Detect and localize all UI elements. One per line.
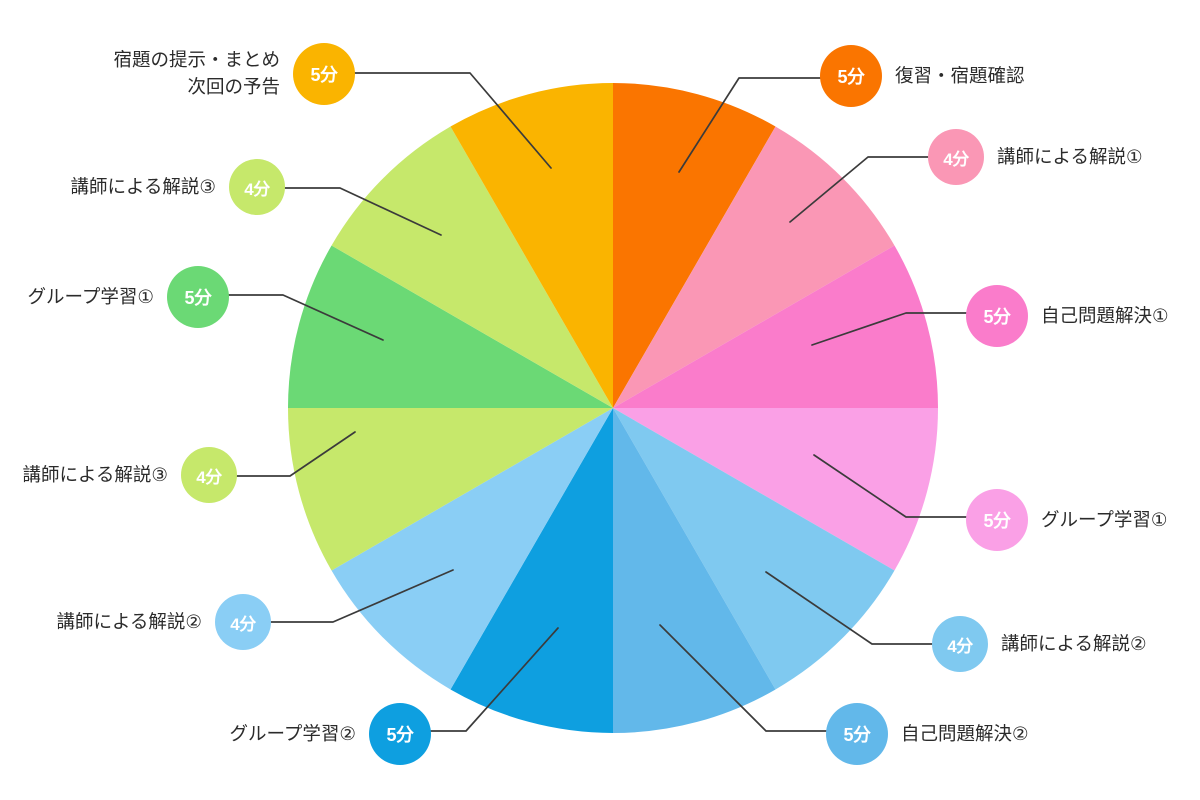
callout-label-line1: グループ学習① [27,285,154,307]
callout-label-line1: 講師による解説② [56,610,202,632]
callout-label: グループ学習② [230,721,356,748]
pie-slice[interactable] [613,245,938,409]
duration-bubble[interactable]: 5分 [167,266,229,328]
callout-label: 講師による解説③ [22,462,168,489]
callout-teacher-explanation-2-right[interactable]: 4分講師による解説② [932,616,1147,672]
leader-line [424,627,559,732]
callout-label: 講師による解説② [56,609,202,636]
leader-line [278,187,442,236]
callout-teacher-explanation-2-left[interactable]: 講師による解説② 4分 [56,594,271,650]
pie-slice[interactable] [331,408,613,690]
callout-group-study-1-right[interactable]: 5分グループ学習① [966,489,1167,551]
leader-line [811,312,967,346]
pie-slice[interactable] [613,408,776,733]
callout-label: 講師による解説② [1001,631,1147,658]
callout-label-line1: 自己問題解決① [1041,304,1169,326]
duration-bubble[interactable]: 4分 [928,129,984,185]
duration-bubble[interactable]: 4分 [181,447,237,503]
leader-line [813,454,967,518]
callout-label: 自己問題解決① [1041,303,1169,330]
callout-label: グループ学習① [28,284,154,311]
callout-group-study-2[interactable]: グループ学習② 5分 [230,703,431,765]
callout-label-line1: 講師による解説② [1001,632,1147,654]
duration-bubble[interactable]: 5分 [826,703,888,765]
duration-bubble[interactable]: 5分 [820,45,882,107]
callout-teacher-explanation-1[interactable]: 4分講師による解説① [928,129,1143,185]
duration-bubble[interactable]: 5分 [293,43,355,105]
duration-bubble[interactable]: 5分 [369,703,431,765]
callout-label-line1: 講師による解説③ [70,175,216,197]
callout-teacher-explanation-3-lower[interactable]: 講師による解説③ 4分 [22,447,237,503]
callout-label: 講師による解説① [997,144,1143,171]
pie-slice[interactable] [331,126,613,408]
pie-slice[interactable] [613,126,895,408]
callout-self-problem-solving-1[interactable]: 5分自己問題解決① [966,285,1169,347]
callout-label: 講師による解説③ [70,174,216,201]
callout-label-line1: 自己問題解決② [901,722,1029,744]
duration-bubble[interactable]: 5分 [966,285,1028,347]
leader-line [659,624,827,732]
callout-teacher-explanation-3-upper[interactable]: 講師による解説③ 4分 [70,159,285,215]
callout-label: グループ学習① [1041,507,1167,534]
leader-line [765,571,933,645]
callout-label: 復習・宿題確認 [895,63,1025,90]
callout-label-line1: 宿題の提示・まとめ [113,49,280,71]
callout-label-line1: グループ学習① [1041,508,1168,530]
callout-label-line1: 講師による解説③ [22,463,168,485]
pie-slice[interactable] [450,83,614,408]
callout-label-line1: 講師による解説① [997,145,1143,167]
leader-line [230,431,356,477]
callout-label-line1: 復習・宿題確認 [895,64,1025,86]
leader-line [222,294,384,341]
duration-bubble[interactable]: 5分 [966,489,1028,551]
callout-group-study-1-left[interactable]: グループ学習① 5分 [28,266,229,328]
duration-bubble[interactable]: 4分 [215,594,271,650]
leader-line [678,77,821,173]
duration-bubble[interactable]: 4分 [229,159,285,215]
callout-review-homework-check[interactable]: 5分復習・宿題確認 [820,45,1025,107]
callout-label-line2: 次回の予告 [187,76,280,97]
leader-line [789,156,929,223]
pie-slice[interactable] [288,408,613,571]
callout-label: 宿題の提示・まとめ次回の予告 [113,47,280,101]
pie-slice[interactable] [613,83,776,408]
leader-line [348,72,552,169]
duration-bubble[interactable]: 4分 [932,616,988,672]
pie-slice[interactable] [288,245,613,409]
callout-self-problem-solving-2[interactable]: 5分自己問題解決② [826,703,1029,765]
pie-slice[interactable] [450,408,614,733]
pie-slices-group [288,83,938,733]
pie-slice[interactable] [613,408,895,690]
callout-label-line1: グループ学習② [229,722,356,744]
pie-slice[interactable] [613,408,938,571]
callout-label: 自己問題解決② [901,721,1029,748]
leader-line [264,569,454,623]
leader-lines-group [222,72,967,732]
